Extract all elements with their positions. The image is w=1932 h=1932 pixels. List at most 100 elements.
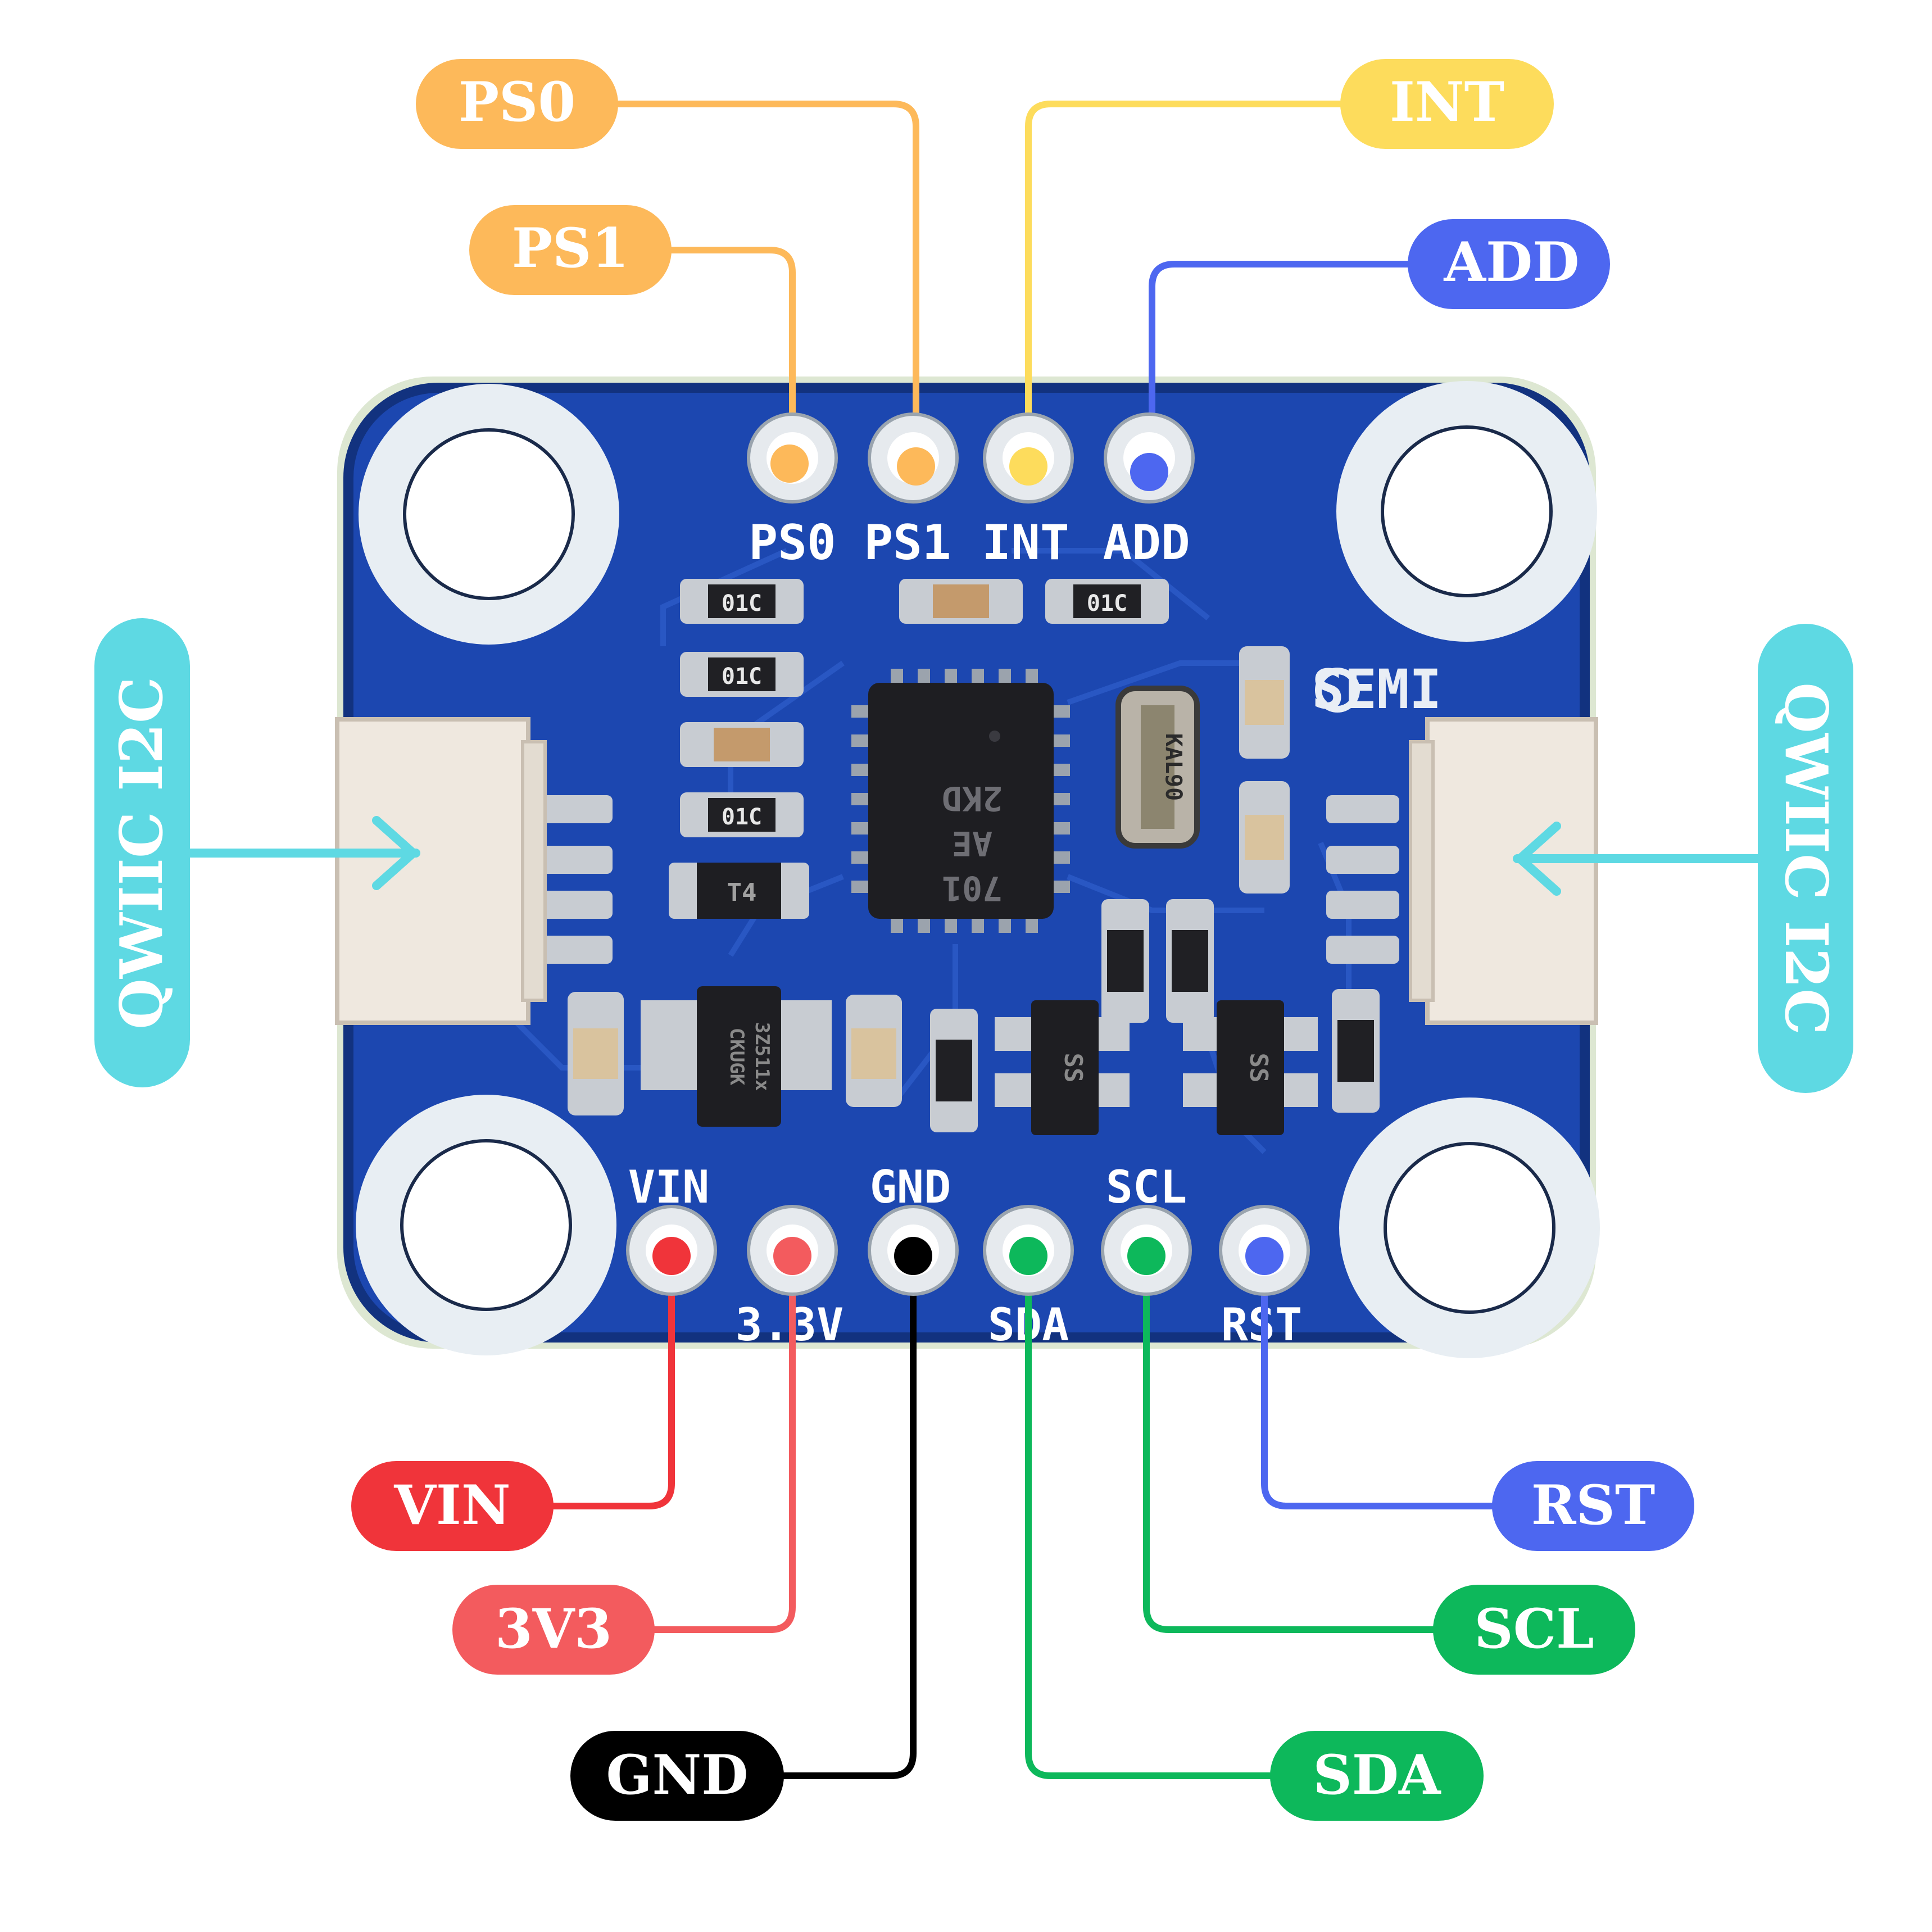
ic-pin — [851, 734, 870, 747]
silk-label-vin: VIN — [628, 1161, 710, 1213]
resistor-marking: 01C — [722, 591, 762, 616]
ic-pin — [1051, 734, 1070, 747]
ic-pin — [891, 669, 903, 686]
pill-gnd: GND — [570, 1731, 784, 1821]
capacitor-regulator-left — [568, 992, 624, 1115]
resistor-marking: 01C — [722, 664, 762, 690]
transistor-1: SS — [995, 1000, 1130, 1135]
svg-text:SCL: SCL — [1474, 1597, 1594, 1661]
resistor-marking: 01C — [722, 804, 762, 830]
svg-text:SS: SS — [1059, 1053, 1087, 1083]
ic-pin — [999, 916, 1011, 933]
qwiic-arrow-right — [1513, 822, 1762, 896]
ic-pin — [1051, 764, 1070, 776]
pill-sda: SDA — [1270, 1731, 1484, 1821]
pad-gnd — [868, 1205, 959, 1296]
chip-marking-1: 701 — [942, 868, 1003, 908]
resistor-top-right: 01C — [1045, 579, 1169, 624]
diode: T4 — [669, 863, 809, 919]
resistor-vertical-2 — [1101, 899, 1149, 1023]
pin-pads — [626, 412, 1310, 1296]
svg-text:3Z511x: 3Z511x — [751, 1022, 773, 1091]
qwiic-arrow-left — [185, 816, 420, 890]
ic-pin — [945, 669, 957, 686]
leader-line-ps1 — [615, 247, 796, 464]
breakout-board: 701 AE 2KD 01C 01C 01C 01C KAL90 — [335, 377, 1600, 1358]
ic-pin — [851, 822, 870, 835]
silk-label-scl: SCL — [1106, 1161, 1187, 1213]
leader-line-rst — [1261, 1253, 1521, 1509]
brand-logo-icon — [1315, 668, 1360, 713]
leader-line-scl — [1143, 1253, 1464, 1633]
qwiic-connector-left — [335, 717, 613, 1025]
leader-line-add — [1149, 261, 1436, 473]
crystal-oscillator: KAL90 — [1115, 686, 1200, 849]
capacitor-body — [714, 728, 770, 761]
connector-pin — [539, 936, 613, 964]
connector-pin — [1326, 936, 1399, 964]
capacitor-right-1 — [1239, 646, 1290, 759]
qwiic-label-left: QWIIC I2C — [94, 618, 190, 1087]
leader-line-3v3 — [615, 1253, 796, 1633]
connector-pin — [539, 891, 613, 919]
pill-vin: VIN — [351, 1461, 554, 1551]
transistor-2: SS — [1183, 1000, 1318, 1135]
leader-line-gnd — [727, 1253, 917, 1779]
svg-text:PS1: PS1 — [512, 216, 629, 280]
svg-text:QWIIC I2C: QWIIC I2C — [107, 677, 176, 1029]
ic-pin — [1026, 916, 1038, 933]
ic-pin — [999, 669, 1011, 686]
resistor-marking-bg — [708, 798, 775, 832]
connector-pin — [1326, 846, 1399, 874]
svg-text:RST: RST — [1531, 1473, 1656, 1537]
main-ic-chip: 701 AE 2KD — [851, 669, 1070, 933]
resistor-array-left: 01C 01C 01C — [680, 579, 804, 837]
svg-text:3V3: 3V3 — [495, 1597, 612, 1661]
svg-text:T4: T4 — [727, 878, 757, 907]
ic-pin — [1051, 851, 1070, 864]
ic-pin — [972, 916, 984, 933]
pad-scl — [1101, 1205, 1192, 1296]
leader-line-int — [1025, 101, 1391, 464]
pin-labels: PS0 PS1 INT ADD VIN 3V3 GND SDA SCL RST — [351, 59, 1694, 1821]
capacitor-right-2 — [1239, 781, 1290, 894]
resistor-marking-bg — [708, 657, 775, 691]
connector-pin — [539, 846, 613, 874]
svg-text:KAL90: KAL90 — [1160, 733, 1186, 801]
svg-text:INT: INT — [1390, 70, 1504, 134]
resistor-vertical-1 — [930, 1009, 978, 1132]
pad-int — [983, 412, 1074, 504]
pad-rst — [1219, 1205, 1310, 1296]
pill-rst: RST — [1492, 1461, 1694, 1551]
svg-text:SDA: SDA — [1313, 1743, 1441, 1807]
leader-line-vin — [502, 1253, 675, 1509]
svg-text:ADD: ADD — [1444, 230, 1580, 294]
ic-pin — [851, 881, 870, 893]
svg-text:CKUGK: CKUGK — [725, 1028, 748, 1086]
pill-ps1: PS1 — [469, 205, 672, 295]
svg-text:QWIIC I2C: QWIIC I2C — [1772, 682, 1841, 1035]
pad-ps0 — [747, 412, 838, 504]
ic-pin — [851, 764, 870, 776]
ic-pin — [1051, 793, 1070, 805]
ic-pin — [891, 916, 903, 933]
mounting-hole-bottom-right — [1339, 1097, 1600, 1358]
pill-int: INT — [1340, 59, 1554, 149]
capacitor-regulator-right — [846, 995, 902, 1107]
pad-3v3 — [747, 1205, 838, 1296]
ic-pin — [1051, 705, 1070, 718]
pad-vin — [626, 1205, 717, 1296]
connector-pin — [1326, 891, 1399, 919]
silk-label-int: INT — [982, 515, 1069, 571]
pill-3v3: 3V3 — [452, 1585, 655, 1675]
connector-pin — [539, 795, 613, 823]
svg-text:GND: GND — [606, 1743, 749, 1807]
ic-pin — [918, 916, 930, 933]
ic-pin — [972, 669, 984, 686]
ic-pin — [851, 851, 870, 864]
ic-pin — [851, 793, 870, 805]
pad-ps1 — [868, 412, 959, 504]
ic-pin — [1051, 822, 1070, 835]
ic-pin — [1051, 881, 1070, 893]
chip-marking-3: 2KD — [942, 778, 1003, 818]
